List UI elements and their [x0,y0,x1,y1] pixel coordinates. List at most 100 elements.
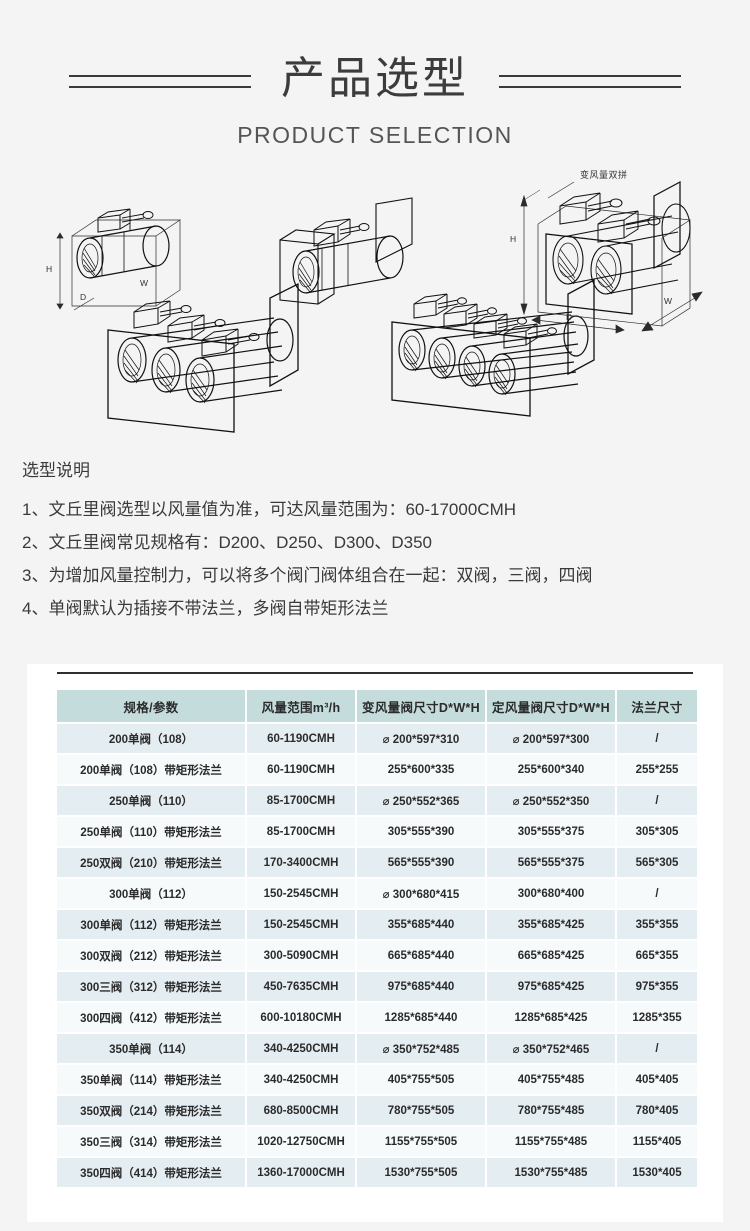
cell-vav: 780*755*505 [357,1096,487,1125]
cell-flange: 405*405 [617,1065,697,1094]
cell-vav: 565*555*390 [357,848,487,877]
cell-flange: 255*255 [617,755,697,784]
cell-spec: 300单阀（112） [57,879,247,908]
column-header-cav: 定风量阀尺寸D*W*H [487,690,617,722]
figure-single-valve-flanged [272,197,427,308]
cell-vav: 405*755*505 [357,1065,487,1094]
cell-flow: 600-10180CMH [247,1003,357,1032]
table-row: 250单阀（110）85-1700CMH⌀ 250*552*365⌀ 250*5… [57,786,697,815]
cell-cav: ⌀ 250*552*350 [487,786,617,815]
decorative-rule-left [69,71,251,88]
spec-table: 规格/参数 风量范围m³/h 变风量阀尺寸D*W*H 定风量阀尺寸D*W*H 法… [57,688,697,1189]
note-line-4: 4、单阀默认为插接不带法兰，多阀自带矩形法兰 [22,598,389,618]
cell-cav: 300*680*400 [487,879,617,908]
product-illustrations: H D W [0,160,750,445]
cell-cav: 665*685*425 [487,941,617,970]
cell-spec: 250双阀（210）带矩形法兰 [57,848,247,877]
cell-spec: 350单阀（114） [57,1034,247,1063]
cell-spec: 250单阀（110）带矩形法兰 [57,817,247,846]
figure-caption-variable-air-volume: 变风量双拼 [580,170,628,180]
dimension-label-w: W [664,296,673,306]
selection-notes: 选型说明 1、文丘里阀选型以风量值为准，可达风量范围为：60-17000CMH … [22,458,732,625]
cell-flange: 975*355 [617,972,697,1001]
page-subtitle: PRODUCT SELECTION [237,122,513,148]
cell-spec: 300双阀（212）带矩形法兰 [57,941,247,970]
notes-title: 选型说明 [22,461,90,480]
cell-cav: 1155*755*485 [487,1127,617,1156]
cell-flow: 340-4250CMH [247,1065,357,1094]
cell-flange: 665*355 [617,941,697,970]
cell-spec: 250单阀（110） [57,786,247,815]
cell-cav: 780*755*485 [487,1096,617,1125]
dimension-label-d: D [80,292,87,302]
cell-vav: ⌀ 300*680*415 [357,879,487,908]
cell-vav: ⌀ 350*752*485 [357,1034,487,1063]
column-header-spec: 规格/参数 [57,690,247,722]
figure-triple-valve-assembly [102,282,317,438]
cell-flow: 340-4250CMH [247,1034,357,1063]
cell-cav: 255*600*340 [487,755,617,784]
cell-cav: 355*685*425 [487,910,617,939]
cell-vav: 1155*755*505 [357,1127,487,1156]
cell-flange: 565*305 [617,848,697,877]
cell-spec: 350四阀（414）带矩形法兰 [57,1158,247,1187]
cell-vav: 305*555*390 [357,817,487,846]
page-title: 产品选型 [281,54,469,103]
cell-cav: 405*755*485 [487,1065,617,1094]
cell-vav: ⌀ 200*597*310 [357,724,487,753]
cell-flange: / [617,879,697,908]
card-top-rule [57,672,693,674]
page-header: 产品选型 PRODUCT SELECTION [0,0,750,160]
cell-vav: 665*685*440 [357,941,487,970]
dimension-label-w: W [140,278,149,288]
cell-flow: 1020-12750CMH [247,1127,357,1156]
table-row: 200单阀（108）60-1190CMH⌀ 200*597*310⌀ 200*5… [57,724,697,753]
cell-cav: 1530*755*485 [487,1158,617,1187]
cell-spec: 200单阀（108）带矩形法兰 [57,755,247,784]
cell-vav: 355*685*440 [357,910,487,939]
cell-spec: 200单阀（108） [57,724,247,753]
cell-flow: 1360-17000CMH [247,1158,357,1187]
cell-vav: 255*600*335 [357,755,487,784]
cell-cav: 565*555*375 [487,848,617,877]
cell-flange: 305*305 [617,817,697,846]
column-header-flow: 风量范围m³/h [247,690,357,722]
cell-flange: 1530*405 [617,1158,697,1187]
cell-flange: 355*355 [617,910,697,939]
cell-flow: 85-1700CMH [247,817,357,846]
cell-vav: ⌀ 250*552*365 [357,786,487,815]
cell-flow: 60-1190CMH [247,755,357,784]
cell-spec: 350三阀（314）带矩形法兰 [57,1127,247,1156]
cell-spec: 350双阀（214）带矩形法兰 [57,1096,247,1125]
column-header-vav: 变风量阀尺寸D*W*H [357,690,487,722]
table-row: 350单阀（114）340-4250CMH⌀ 350*752*485⌀ 350*… [57,1034,697,1063]
cell-flange: 1285*355 [617,1003,697,1032]
figure-single-valve-spigot: H D W [38,188,208,313]
cell-flow: 150-2545CMH [247,879,357,908]
note-line-1: 1、文丘里阀选型以风量值为准，可达风量范围为：60-17000CMH [22,499,517,519]
table-body: 200单阀（108）60-1190CMH⌀ 200*597*310⌀ 200*5… [57,724,697,1187]
column-header-flange: 法兰尺寸 [617,690,697,722]
cell-cav: 975*685*425 [487,972,617,1001]
dimension-label-h: H [510,234,517,244]
dimension-label-h: H [46,264,53,274]
cell-flange: 780*405 [617,1096,697,1125]
cell-flow: 450-7635CMH [247,972,357,1001]
spec-table-card: 规格/参数 风量范围m³/h 变风量阀尺寸D*W*H 定风量阀尺寸D*W*H 法… [27,664,723,1222]
cell-flange: / [617,724,697,753]
cell-flow: 150-2545CMH [247,910,357,939]
decorative-rule-right [499,71,681,88]
cell-flow: 170-3400CMH [247,848,357,877]
cell-vav: 1285*685*440 [357,1003,487,1032]
cell-spec: 300单阀（112）带矩形法兰 [57,910,247,939]
